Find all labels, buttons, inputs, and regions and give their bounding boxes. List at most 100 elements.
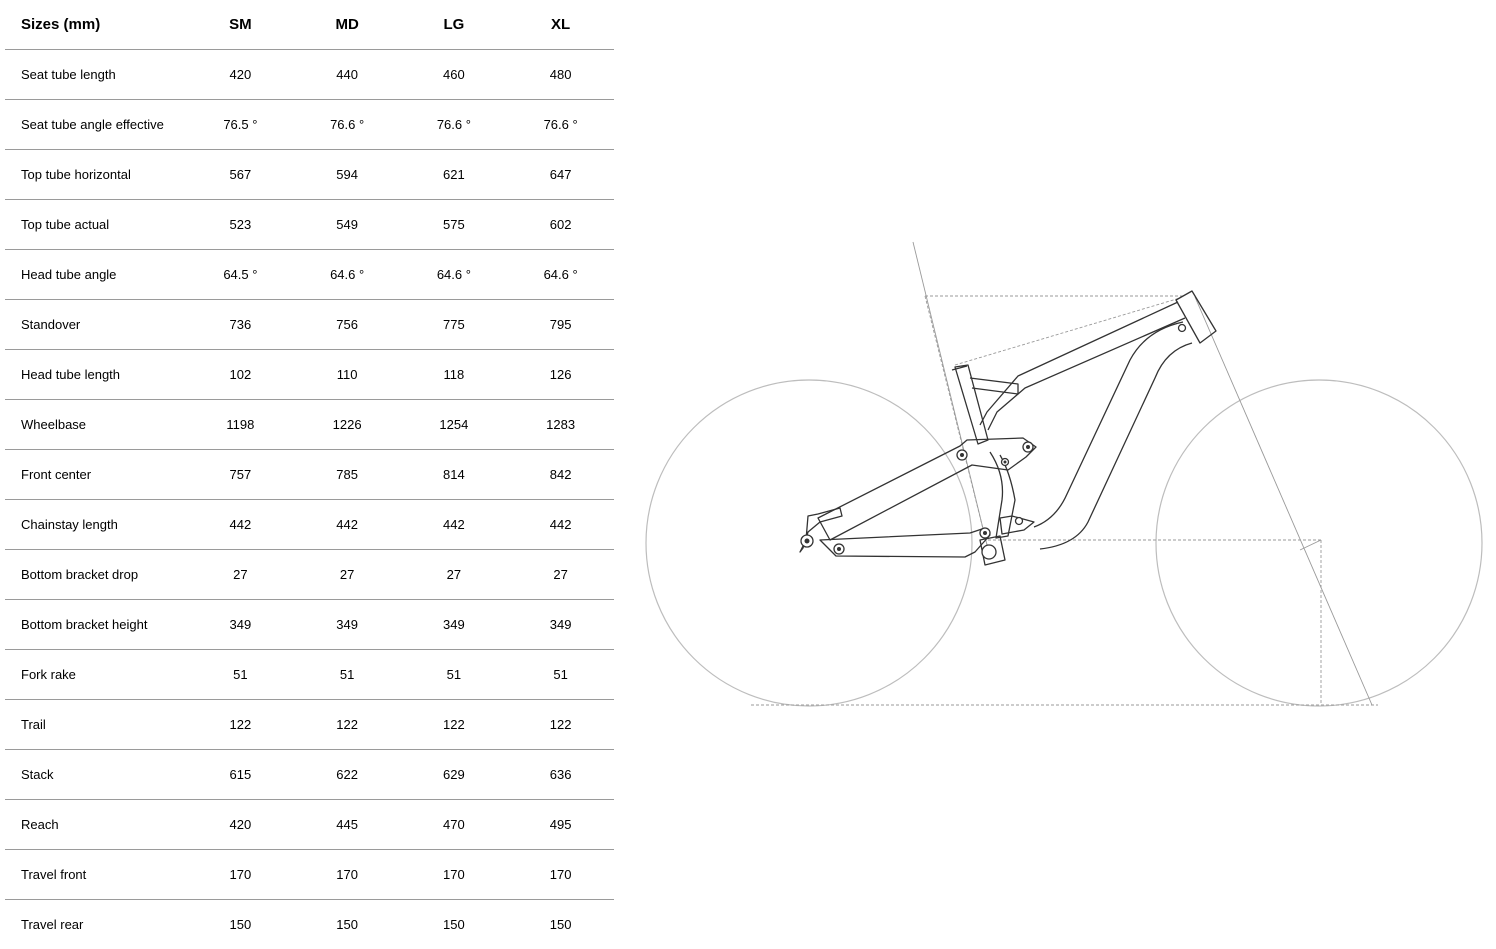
axis-lines [913, 242, 1372, 705]
cell-sm: 64.5 ° [187, 250, 294, 300]
cell-lg: 118 [401, 350, 508, 400]
cell-xl: 51 [507, 650, 614, 700]
table-header-row: Sizes (mm) SM MD LG XL [5, 0, 614, 50]
row-label: Stack [5, 750, 187, 800]
cell-xl: 126 [507, 350, 614, 400]
row-label: Chainstay length [5, 500, 187, 550]
cell-md: 445 [294, 800, 401, 850]
cell-md: 76.6 ° [294, 100, 401, 150]
cell-lg: 349 [401, 600, 508, 650]
cell-sm: 27 [187, 550, 294, 600]
cell-xl: 795 [507, 300, 614, 350]
cell-lg: 51 [401, 650, 508, 700]
cell-lg: 575 [401, 200, 508, 250]
cell-sm: 122 [187, 700, 294, 750]
row-label: Bottom bracket drop [5, 550, 187, 600]
row-label: Seat tube angle effective [5, 100, 187, 150]
cell-xl: 170 [507, 850, 614, 900]
cell-md: 110 [294, 350, 401, 400]
row-label: Travel rear [5, 900, 187, 949]
row-label: Fork rake [5, 650, 187, 700]
cell-xl: 122 [507, 700, 614, 750]
cell-lg: 442 [401, 500, 508, 550]
cell-md: 1226 [294, 400, 401, 450]
cell-xl: 602 [507, 200, 614, 250]
pivot-bolts [801, 325, 1186, 560]
cell-sm: 349 [187, 600, 294, 650]
cell-md: 756 [294, 300, 401, 350]
top-tube [980, 302, 1185, 430]
cell-lg: 150 [401, 900, 508, 949]
bike-frame [800, 291, 1216, 565]
bike-geometry-diagram [620, 200, 1496, 740]
cell-md: 594 [294, 150, 401, 200]
row-label: Head tube length [5, 350, 187, 400]
cell-xl: 480 [507, 50, 614, 100]
cell-md: 27 [294, 550, 401, 600]
sizes-header: Sizes (mm) [5, 0, 187, 50]
cell-md: 64.6 ° [294, 250, 401, 300]
row-label: Reach [5, 800, 187, 850]
cell-sm: 420 [187, 50, 294, 100]
cell-lg: 621 [401, 150, 508, 200]
cell-sm: 170 [187, 850, 294, 900]
size-header-sm: SM [187, 0, 294, 50]
row-label: Top tube actual [5, 200, 187, 250]
cell-xl: 442 [507, 500, 614, 550]
cell-lg: 64.6 ° [401, 250, 508, 300]
cell-xl: 495 [507, 800, 614, 850]
cell-xl: 842 [507, 450, 614, 500]
row-label: Wheelbase [5, 400, 187, 450]
size-header-xl: XL [507, 0, 614, 50]
cell-md: 622 [294, 750, 401, 800]
front-wheel [1156, 380, 1482, 706]
row-label: Bottom bracket height [5, 600, 187, 650]
cell-md: 170 [294, 850, 401, 900]
size-header-lg: LG [401, 0, 508, 50]
cell-sm: 523 [187, 200, 294, 250]
cell-lg: 470 [401, 800, 508, 850]
down-tube [1034, 322, 1192, 549]
cell-lg: 460 [401, 50, 508, 100]
cell-lg: 629 [401, 750, 508, 800]
cell-xl: 76.6 ° [507, 100, 614, 150]
cell-sm: 420 [187, 800, 294, 850]
head-tube [1176, 291, 1216, 343]
cell-sm: 736 [187, 300, 294, 350]
row-label: Front center [5, 450, 187, 500]
cell-sm: 76.5 ° [187, 100, 294, 150]
cell-xl: 636 [507, 750, 614, 800]
cell-sm: 567 [187, 150, 294, 200]
cell-xl: 150 [507, 900, 614, 949]
cell-xl: 1283 [507, 400, 614, 450]
cell-sm: 1198 [187, 400, 294, 450]
cell-lg: 122 [401, 700, 508, 750]
cell-lg: 1254 [401, 400, 508, 450]
cell-md: 442 [294, 500, 401, 550]
row-label: Travel front [5, 850, 187, 900]
cell-xl: 647 [507, 150, 614, 200]
cell-lg: 76.6 ° [401, 100, 508, 150]
cell-lg: 814 [401, 450, 508, 500]
cell-lg: 170 [401, 850, 508, 900]
cell-lg: 27 [401, 550, 508, 600]
cell-sm: 442 [187, 500, 294, 550]
cell-xl: 349 [507, 600, 614, 650]
